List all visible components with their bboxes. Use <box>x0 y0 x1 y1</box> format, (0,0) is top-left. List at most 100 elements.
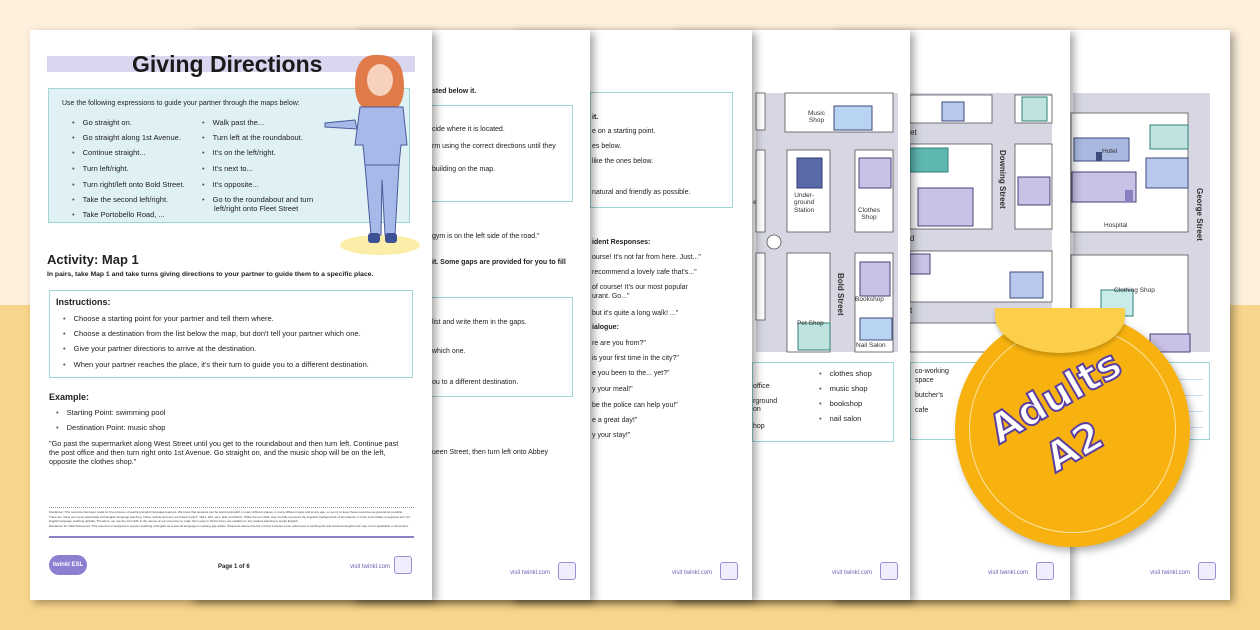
divider <box>49 507 414 508</box>
shop-building-icon <box>909 253 931 275</box>
expression-item: Go to the roundabout and turn <box>202 195 314 204</box>
instruction-item: Choose a starting point for your partner… <box>63 314 274 323</box>
expression-item: It's on the left/right. <box>202 148 276 157</box>
instructions-heading: Instructions: <box>56 297 111 307</box>
map-label-partial: e <box>753 199 757 206</box>
list-item: butcher's <box>915 392 944 399</box>
shop-building-icon <box>1149 124 1189 150</box>
text-line: like the ones below. <box>592 158 654 165</box>
quality-badge-icon <box>880 562 898 580</box>
shop-building-icon <box>1017 176 1051 206</box>
expression-item: Turn left at the roundabout. <box>202 133 303 142</box>
website-link[interactable]: visit twinkl.com <box>350 564 391 570</box>
quality-badge-icon <box>1036 562 1054 580</box>
text-line: y your stay!" <box>592 432 631 439</box>
map-2 <box>909 93 1053 353</box>
instruction-item: When your partner reaches the place, it'… <box>63 360 369 369</box>
hotel-building-icon <box>1073 137 1130 162</box>
map-label-pet-shop: Pet Shop <box>797 320 824 327</box>
map-label-hotel: Hotel <box>1102 148 1118 155</box>
quality-badge-icon <box>1198 562 1216 580</box>
website-link[interactable]: visit twinkl.com <box>672 570 713 576</box>
text-line: sted below it. <box>432 88 477 95</box>
shop-building-icon <box>941 101 965 122</box>
quality-badge-icon <box>394 556 412 574</box>
roundabout <box>766 234 782 250</box>
street-label-downing: Downing Street <box>998 150 1007 209</box>
text-line: recommend a lovely cafe that's..." <box>592 269 697 276</box>
activity-subtitle: In pairs, take Map 1 and take turns givi… <box>47 271 374 278</box>
instruction-item: Give your partner directions to arrive a… <box>63 344 257 353</box>
building-icon <box>917 187 974 227</box>
text-line: building on the map. <box>432 166 496 173</box>
street-label-george: George Street <box>1195 188 1204 241</box>
text-line: e a great day!" <box>592 417 638 424</box>
text-line: ou to a different destination. <box>432 379 519 386</box>
text-line: re are you from?" <box>592 340 646 347</box>
expression-item: Walk past the... <box>202 118 264 127</box>
expression-item-continued: left/right onto Fleet Street <box>214 204 299 213</box>
text-line: ourse! It's not far from here. Just..." <box>592 254 701 261</box>
map-label-bookshop: Bookshop <box>855 296 884 303</box>
text-line: gym is on the left side of the road." <box>432 233 540 240</box>
section-heading: ident Responses: <box>592 239 651 246</box>
text-line: but it's quite a long walk! ..." <box>592 310 679 317</box>
list-item: bookshop <box>819 399 863 408</box>
text-line: it. Some gaps are provided for you to fi… <box>432 259 566 266</box>
example-text: the post office and then turn right onto… <box>49 448 386 457</box>
twinkl-esl-logo: twinkl ESL <box>49 555 87 575</box>
shop-building-icon <box>909 147 949 173</box>
teacher-illustration <box>324 54 420 255</box>
street-label-partial: et <box>910 128 917 137</box>
street-label-bold: Bold Street <box>836 273 845 316</box>
list-item: on <box>753 406 761 413</box>
text-line: be the police can help you!" <box>592 402 678 409</box>
instruction-item: Choose a destination from the list below… <box>63 329 361 338</box>
list-item: cafe <box>915 407 929 414</box>
website-link[interactable]: visit twinkl.com <box>832 570 873 576</box>
example-text: opposite the clothes shop." <box>49 457 137 466</box>
list-item: space <box>915 377 934 384</box>
page-number: Page 1 of 6 <box>218 564 250 570</box>
website-link[interactable]: visit twinkl.com <box>1150 570 1191 576</box>
quality-badge-icon <box>558 562 576 580</box>
activity-title: Activity: Map 1 <box>47 252 139 267</box>
text-line: natural and friendly as possible. <box>592 189 691 196</box>
expression-item: It's opposite... <box>202 180 259 189</box>
title-band <box>47 56 415 72</box>
places-list-box: office rground on hop clothes shop music… <box>752 362 894 442</box>
list-item: rground <box>753 398 778 405</box>
bookshop-building-icon <box>859 261 891 297</box>
clothes-shop-building-icon <box>858 157 892 189</box>
expression-item: Take the second left/right. <box>72 195 168 204</box>
website-link[interactable]: visit twinkl.com <box>988 570 1029 576</box>
disclaimer: Disclaimer: This resource has been made … <box>49 510 411 528</box>
music-shop-building-icon <box>833 105 873 131</box>
underground-station-icon <box>796 157 823 189</box>
street-label-partial: t <box>910 306 913 315</box>
list-item: nail salon <box>819 414 862 423</box>
list-item: clothes shop <box>819 369 872 378</box>
shop-building-icon <box>1021 96 1048 122</box>
text-line: urant. Go..." <box>592 293 630 300</box>
instructions-box <box>590 92 733 208</box>
nail-salon-building-icon <box>859 317 893 341</box>
expression-item: Go straight along 1st Avenue. <box>72 133 181 142</box>
example-item: Destination Point: music shop <box>56 423 166 432</box>
expression-item: Turn right/left onto Bold Street. <box>72 180 185 189</box>
text-line: es below. <box>592 143 622 150</box>
worksheet-page-1: Giving Directions Use the following expr… <box>30 30 432 600</box>
text-line: ueen Street, then turn left onto Abbey <box>432 449 548 456</box>
footer-rule <box>49 536 414 538</box>
expression-item: Go straight on. <box>72 118 132 127</box>
list-item: co-working <box>915 368 949 375</box>
list-item: office <box>753 383 770 390</box>
instructions-box <box>428 105 573 202</box>
hospital-building-icon <box>1071 171 1137 203</box>
website-link[interactable]: visit twinkl.com <box>510 570 551 576</box>
expressions-intro: Use the following expressions to guide y… <box>62 100 300 107</box>
text-line: it. <box>592 114 599 121</box>
street-label-partial: d <box>910 234 915 243</box>
